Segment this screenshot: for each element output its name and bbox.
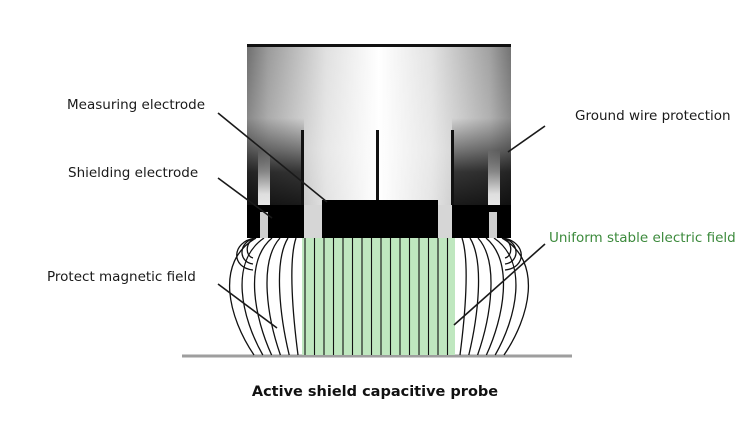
fringe-field-lines-right bbox=[459, 237, 530, 356]
measuring-electrode bbox=[322, 200, 438, 238]
leader-uniform-field bbox=[453, 243, 546, 326]
protect-field-line bbox=[501, 237, 530, 356]
diagram-caption: Active shield capacitive probe bbox=[251, 384, 499, 400]
label-protect-magnetic-field: Protect magnetic field bbox=[47, 269, 196, 285]
protect-field-line bbox=[493, 237, 517, 356]
protect-field-loop bbox=[236, 237, 256, 271]
protect-field-line bbox=[459, 237, 467, 356]
protect-field-line bbox=[253, 237, 273, 356]
uniform-field-band bbox=[302, 238, 455, 355]
protect-field-line bbox=[485, 237, 505, 356]
leader-protect-field bbox=[217, 283, 278, 329]
fringe-field-lines-left bbox=[228, 237, 299, 356]
protect-field-line bbox=[228, 237, 257, 356]
protect-field-line bbox=[241, 237, 265, 356]
probe-body bbox=[247, 44, 511, 238]
protect-field-line bbox=[291, 237, 299, 356]
protect-field-loop bbox=[502, 237, 522, 271]
label-uniform-stable-field: Uniform stable electric field bbox=[549, 230, 736, 246]
label-measuring-electrode: Measuring electrode bbox=[67, 97, 205, 113]
uniform-field-lines bbox=[304, 238, 449, 355]
protect-field-line bbox=[278, 237, 290, 356]
protect-field-line bbox=[468, 237, 480, 356]
protect-field-line bbox=[476, 237, 492, 356]
leader-shielding-electrode bbox=[217, 177, 273, 219]
label-ground-wire-protection: Ground wire protection bbox=[575, 108, 731, 124]
label-shielding-electrode: Shielding electrode bbox=[68, 165, 199, 181]
leader-ground-wire bbox=[507, 125, 546, 153]
leader-measuring-electrode bbox=[217, 112, 328, 203]
protect-field-line bbox=[266, 237, 282, 356]
